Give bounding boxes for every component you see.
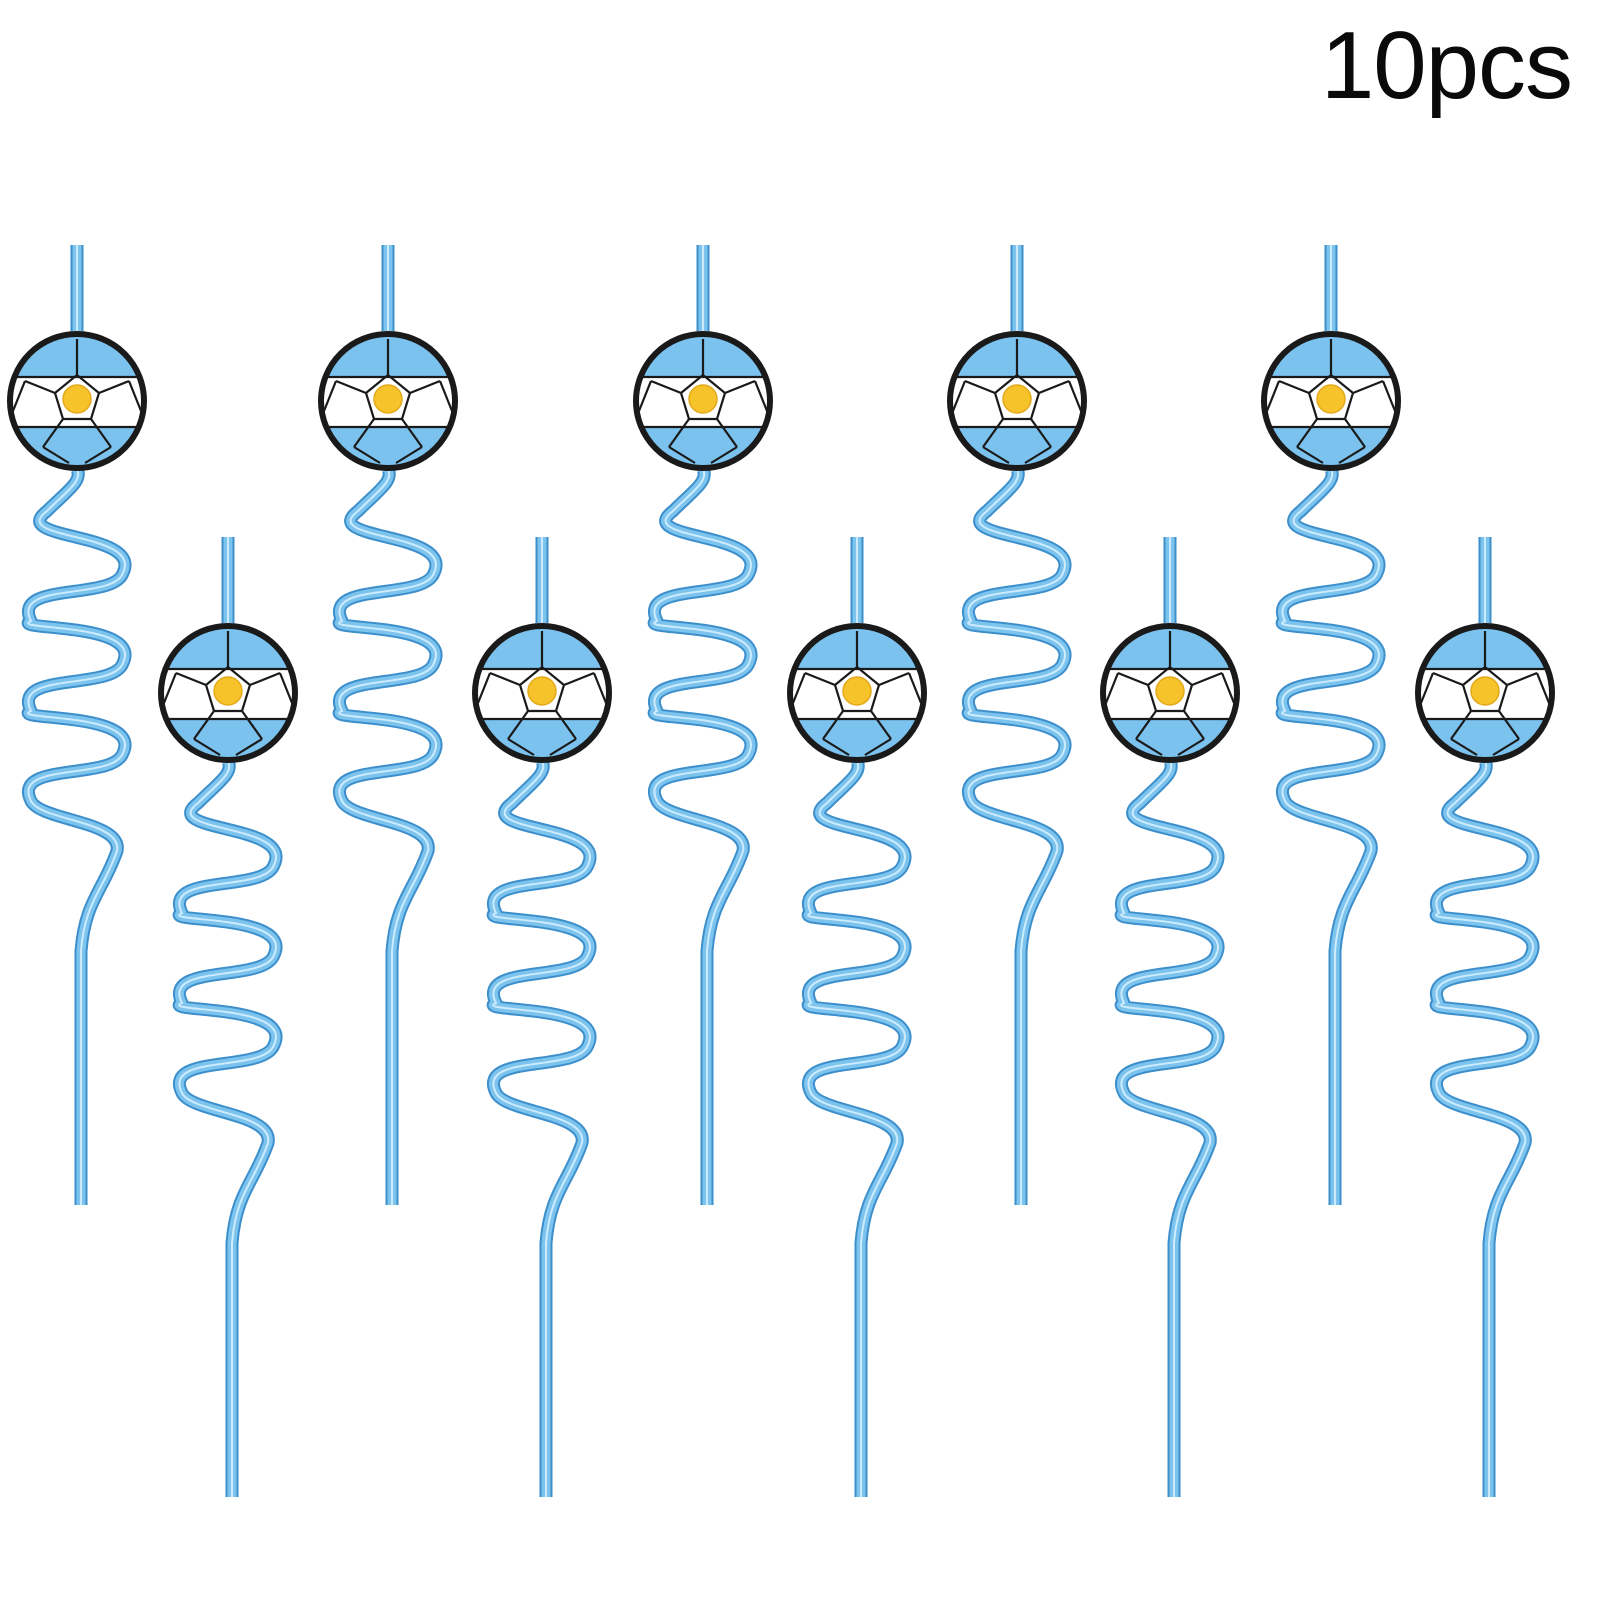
straw-highlight: [807, 537, 906, 1497]
quantity-label: 10pcs: [1320, 12, 1573, 119]
straw-highlight: [653, 245, 752, 1205]
straw-highlight: [967, 245, 1066, 1205]
straw: [158, 537, 298, 1497]
straw-highlight: [27, 245, 126, 1205]
straw: [633, 245, 773, 1205]
soccer-ball-icon: [318, 331, 458, 471]
soccer-ball-icon: [947, 331, 1087, 471]
straw: [318, 245, 458, 1205]
straw: [7, 245, 147, 1205]
straw-highlight: [1281, 245, 1380, 1205]
soccer-ball-icon: [158, 623, 298, 763]
straw: [787, 537, 927, 1497]
straw-highlight: [178, 537, 277, 1497]
straw-highlight: [492, 537, 591, 1497]
straw: [1100, 537, 1240, 1497]
soccer-ball-icon: [1261, 331, 1401, 471]
soccer-ball-icon: [7, 331, 147, 471]
soccer-ball-icon: [472, 623, 612, 763]
soccer-ball-icon: [787, 623, 927, 763]
straw: [472, 537, 612, 1497]
soccer-ball-icon: [1415, 623, 1555, 763]
straw: [1261, 245, 1401, 1205]
straw-highlight: [1435, 537, 1534, 1497]
straw-highlight: [1120, 537, 1219, 1497]
soccer-ball-icon: [633, 331, 773, 471]
straw-highlight: [338, 245, 437, 1205]
straw: [947, 245, 1087, 1205]
straw: [1415, 537, 1555, 1497]
soccer-ball-icon: [1100, 623, 1240, 763]
